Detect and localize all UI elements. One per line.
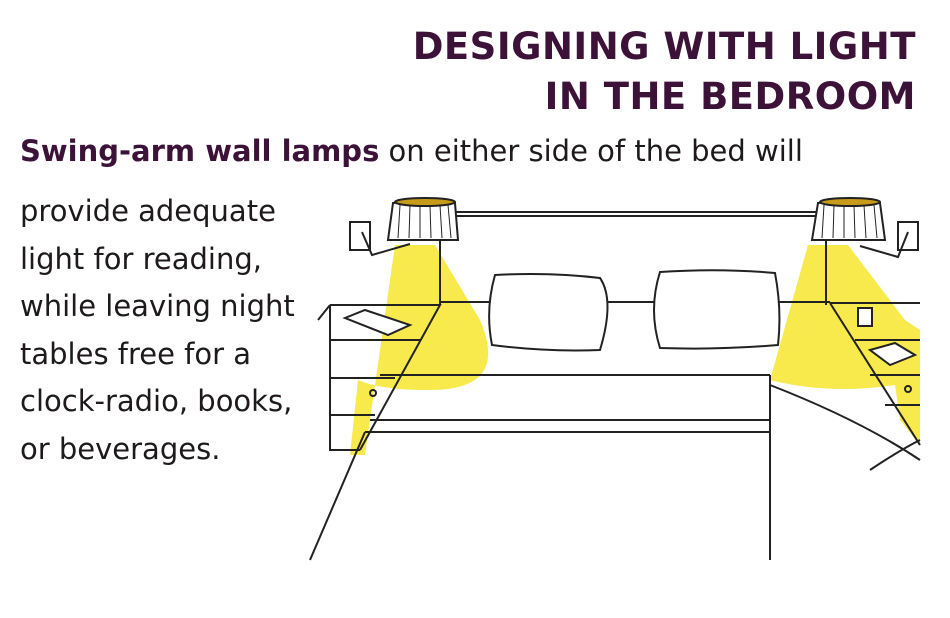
pillow-left — [488, 273, 609, 352]
book-left — [342, 308, 413, 337]
book-right — [867, 341, 918, 367]
wall-lamp-right — [810, 197, 919, 305]
night-table-right — [829, 302, 921, 446]
body-line: clock-radio, books, — [20, 384, 293, 418]
pillow-right — [653, 269, 781, 350]
body-line: or beverages. — [20, 431, 221, 466]
body-line: while leaving night — [20, 289, 295, 323]
body-line: light for reading, — [20, 241, 262, 276]
lead-rest: on either side of the bed will — [379, 134, 803, 168]
night-table-left — [317, 304, 442, 451]
cup-icon — [857, 307, 873, 327]
bed-blanket-fold — [769, 375, 921, 560]
title-line-2: IN THE BEDROOM — [544, 75, 916, 118]
light-cone-right — [770, 245, 920, 445]
title-line-1: DESIGNING WITH LIGHT — [412, 25, 916, 68]
lead-bold-term: Swing-arm wall lamps — [20, 134, 380, 168]
body-line: tables free for a — [20, 336, 252, 371]
wall-lamp-left — [349, 197, 460, 305]
light-cone-left — [350, 245, 489, 455]
body-line: provide adequate — [20, 194, 276, 228]
lead-sentence: Swing-arm wall lamps on either side of t… — [20, 134, 803, 168]
page-title: DESIGNING WITH LIGHT IN THE BEDROOM — [413, 22, 916, 122]
body-text: provide adequate light for reading, whil… — [20, 188, 340, 473]
